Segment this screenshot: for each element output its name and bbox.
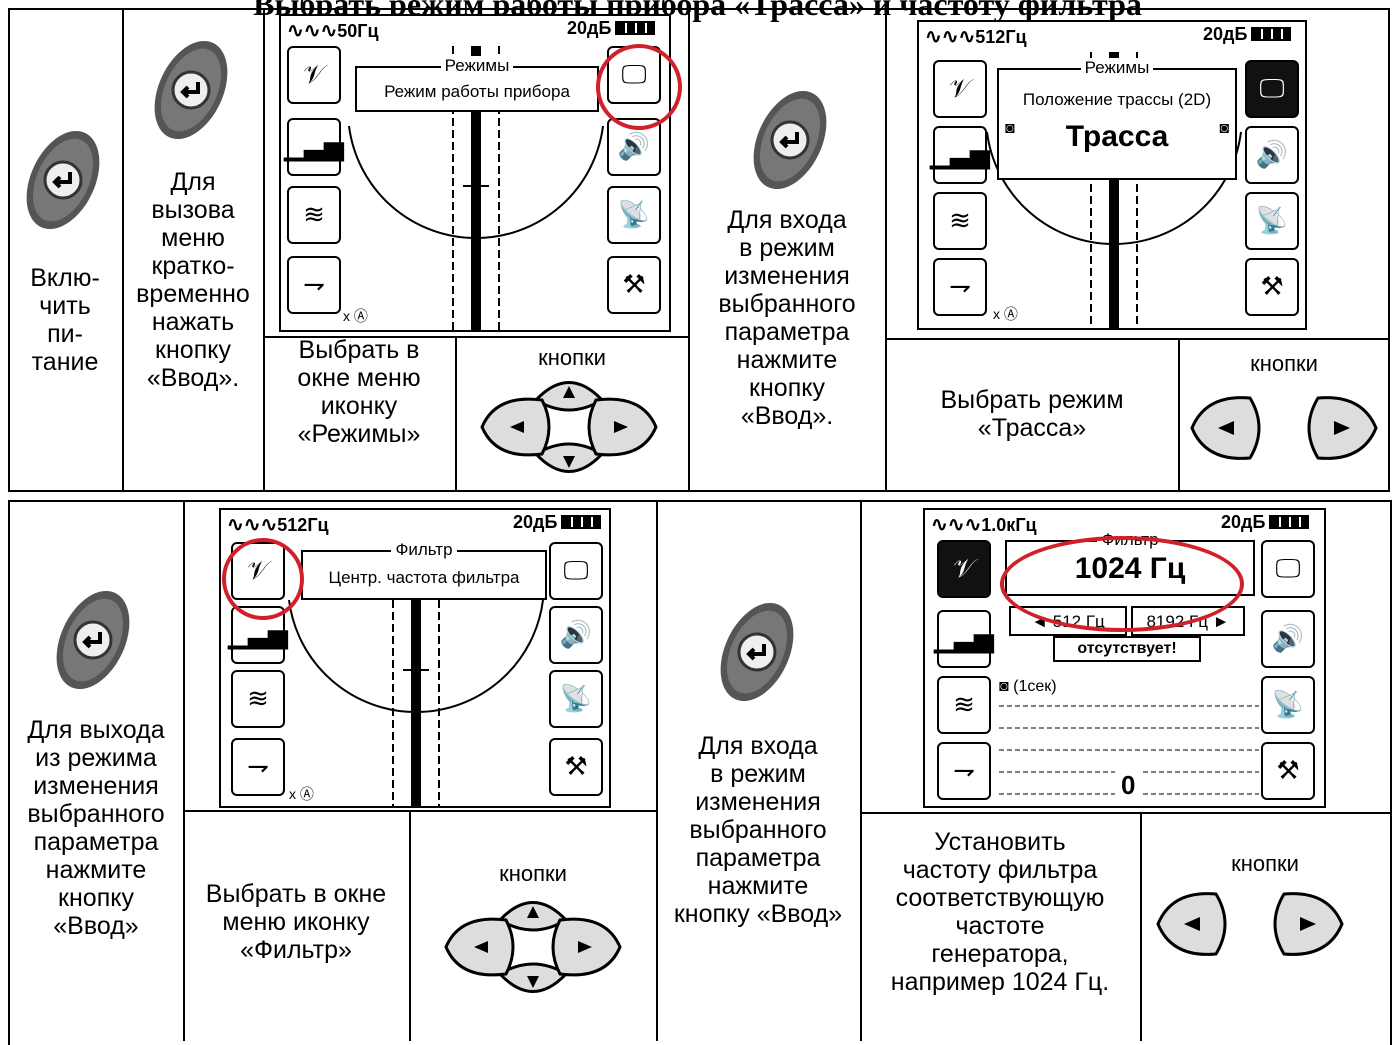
- gain-icon[interactable]: ▁▃▅: [937, 610, 991, 668]
- gain-icon[interactable]: ▁▃▅: [933, 126, 987, 184]
- filter-icon[interactable]: 𝒱: [933, 60, 987, 118]
- battery-icon: [1251, 27, 1291, 41]
- buttons-label: кнопки: [457, 346, 687, 371]
- waveform-icon[interactable]: ≋: [287, 186, 341, 244]
- sound-icon[interactable]: 🔊: [1261, 610, 1315, 668]
- enter-change-text: Для входа в режим изменения выбранного п…: [690, 206, 884, 430]
- modes-icon[interactable]: 🖵: [1245, 60, 1299, 118]
- probe-icon[interactable]: ⇁: [937, 742, 991, 800]
- popup-text: Положение трассы (2D): [999, 90, 1235, 110]
- exit-change-text: Для выхода из режима изменения выбранног…: [10, 716, 182, 940]
- gain-icon[interactable]: ▁▃▅: [287, 118, 341, 176]
- waveform-icon[interactable]: ≋: [937, 676, 991, 734]
- modes-icon[interactable]: 🖵: [1261, 540, 1315, 598]
- call-menu-text: Для вызова меню кратко- временно нажать …: [124, 168, 262, 392]
- buttons-label: кнопки: [1180, 352, 1388, 377]
- buttons-label: кнопки: [411, 862, 655, 887]
- highlight-circle: [222, 538, 304, 620]
- popup-text: Режим работы прибора: [384, 82, 570, 101]
- gain-readout: 20дБ: [1203, 24, 1247, 44]
- battery-icon: [1269, 515, 1309, 529]
- enter-change-text: Для входа в режим изменения выбранного п…: [658, 732, 858, 928]
- buttons-label: кнопки: [1142, 852, 1388, 877]
- filter-icon[interactable]: 𝒱: [937, 540, 991, 598]
- settings-icon[interactable]: ⚒: [1261, 742, 1315, 800]
- highlight-circle: [596, 44, 682, 130]
- gain-readout: 20дБ: [567, 18, 611, 38]
- sound-icon[interactable]: 🔊: [549, 606, 603, 664]
- dpad-buttons-icon: [476, 370, 662, 484]
- set-freq-text: Установить частоту фильтра соответствующ…: [862, 828, 1138, 996]
- settings-icon[interactable]: ⚒: [607, 256, 661, 314]
- waveform-icon[interactable]: ≋: [933, 192, 987, 250]
- probe-icon[interactable]: ⇁: [231, 738, 285, 796]
- enter-button-icon: [146, 30, 236, 150]
- select-trassa-text: Выбрать режим «Трасса»: [887, 386, 1177, 442]
- modes-icon[interactable]: 🖵: [549, 542, 603, 600]
- mode-value: Трасса: [1066, 120, 1169, 153]
- satellite-icon[interactable]: 📡: [1245, 192, 1299, 250]
- dpad-buttons-icon: [440, 890, 626, 1004]
- satellite-icon[interactable]: 📡: [1261, 676, 1315, 734]
- absent-label: отсутствует!: [1053, 636, 1201, 662]
- select-modes-text: Выбрать в окне меню иконку «Режимы»: [265, 336, 453, 448]
- settings-icon[interactable]: ⚒: [549, 738, 603, 796]
- left-right-buttons-icon: [1188, 388, 1380, 468]
- left-right-buttons-icon: [1154, 884, 1346, 964]
- gain-readout: 20дБ: [513, 512, 557, 532]
- sound-icon[interactable]: 🔊: [1245, 126, 1299, 184]
- popup-text: Центр. частота фильтра: [329, 568, 520, 587]
- waveform-icon[interactable]: ≋: [231, 670, 285, 728]
- satellite-icon[interactable]: 📡: [549, 670, 603, 728]
- timer-label: ◙ (1сек): [999, 678, 1057, 696]
- enter-button-icon: [745, 80, 835, 200]
- gain-readout: 20дБ: [1221, 512, 1265, 532]
- enter-button-icon: [712, 592, 802, 712]
- probe-icon[interactable]: ⇁: [287, 256, 341, 314]
- zero-readout: 0: [1115, 770, 1141, 801]
- probe-icon[interactable]: ⇁: [933, 258, 987, 316]
- battery-icon: [615, 21, 655, 35]
- settings-icon[interactable]: ⚒: [1245, 258, 1299, 316]
- select-filter-text: Выбрать в окне меню иконку «Фильтр»: [185, 880, 407, 964]
- battery-icon: [561, 515, 601, 529]
- filter-icon[interactable]: 𝒱: [287, 46, 341, 104]
- enter-button-icon: [48, 580, 138, 700]
- power-text: Вклю- чить пи- тание: [12, 264, 118, 376]
- satellite-icon[interactable]: 📡: [607, 186, 661, 244]
- enter-button-icon: [18, 120, 108, 240]
- highlight-circle: [1000, 536, 1244, 632]
